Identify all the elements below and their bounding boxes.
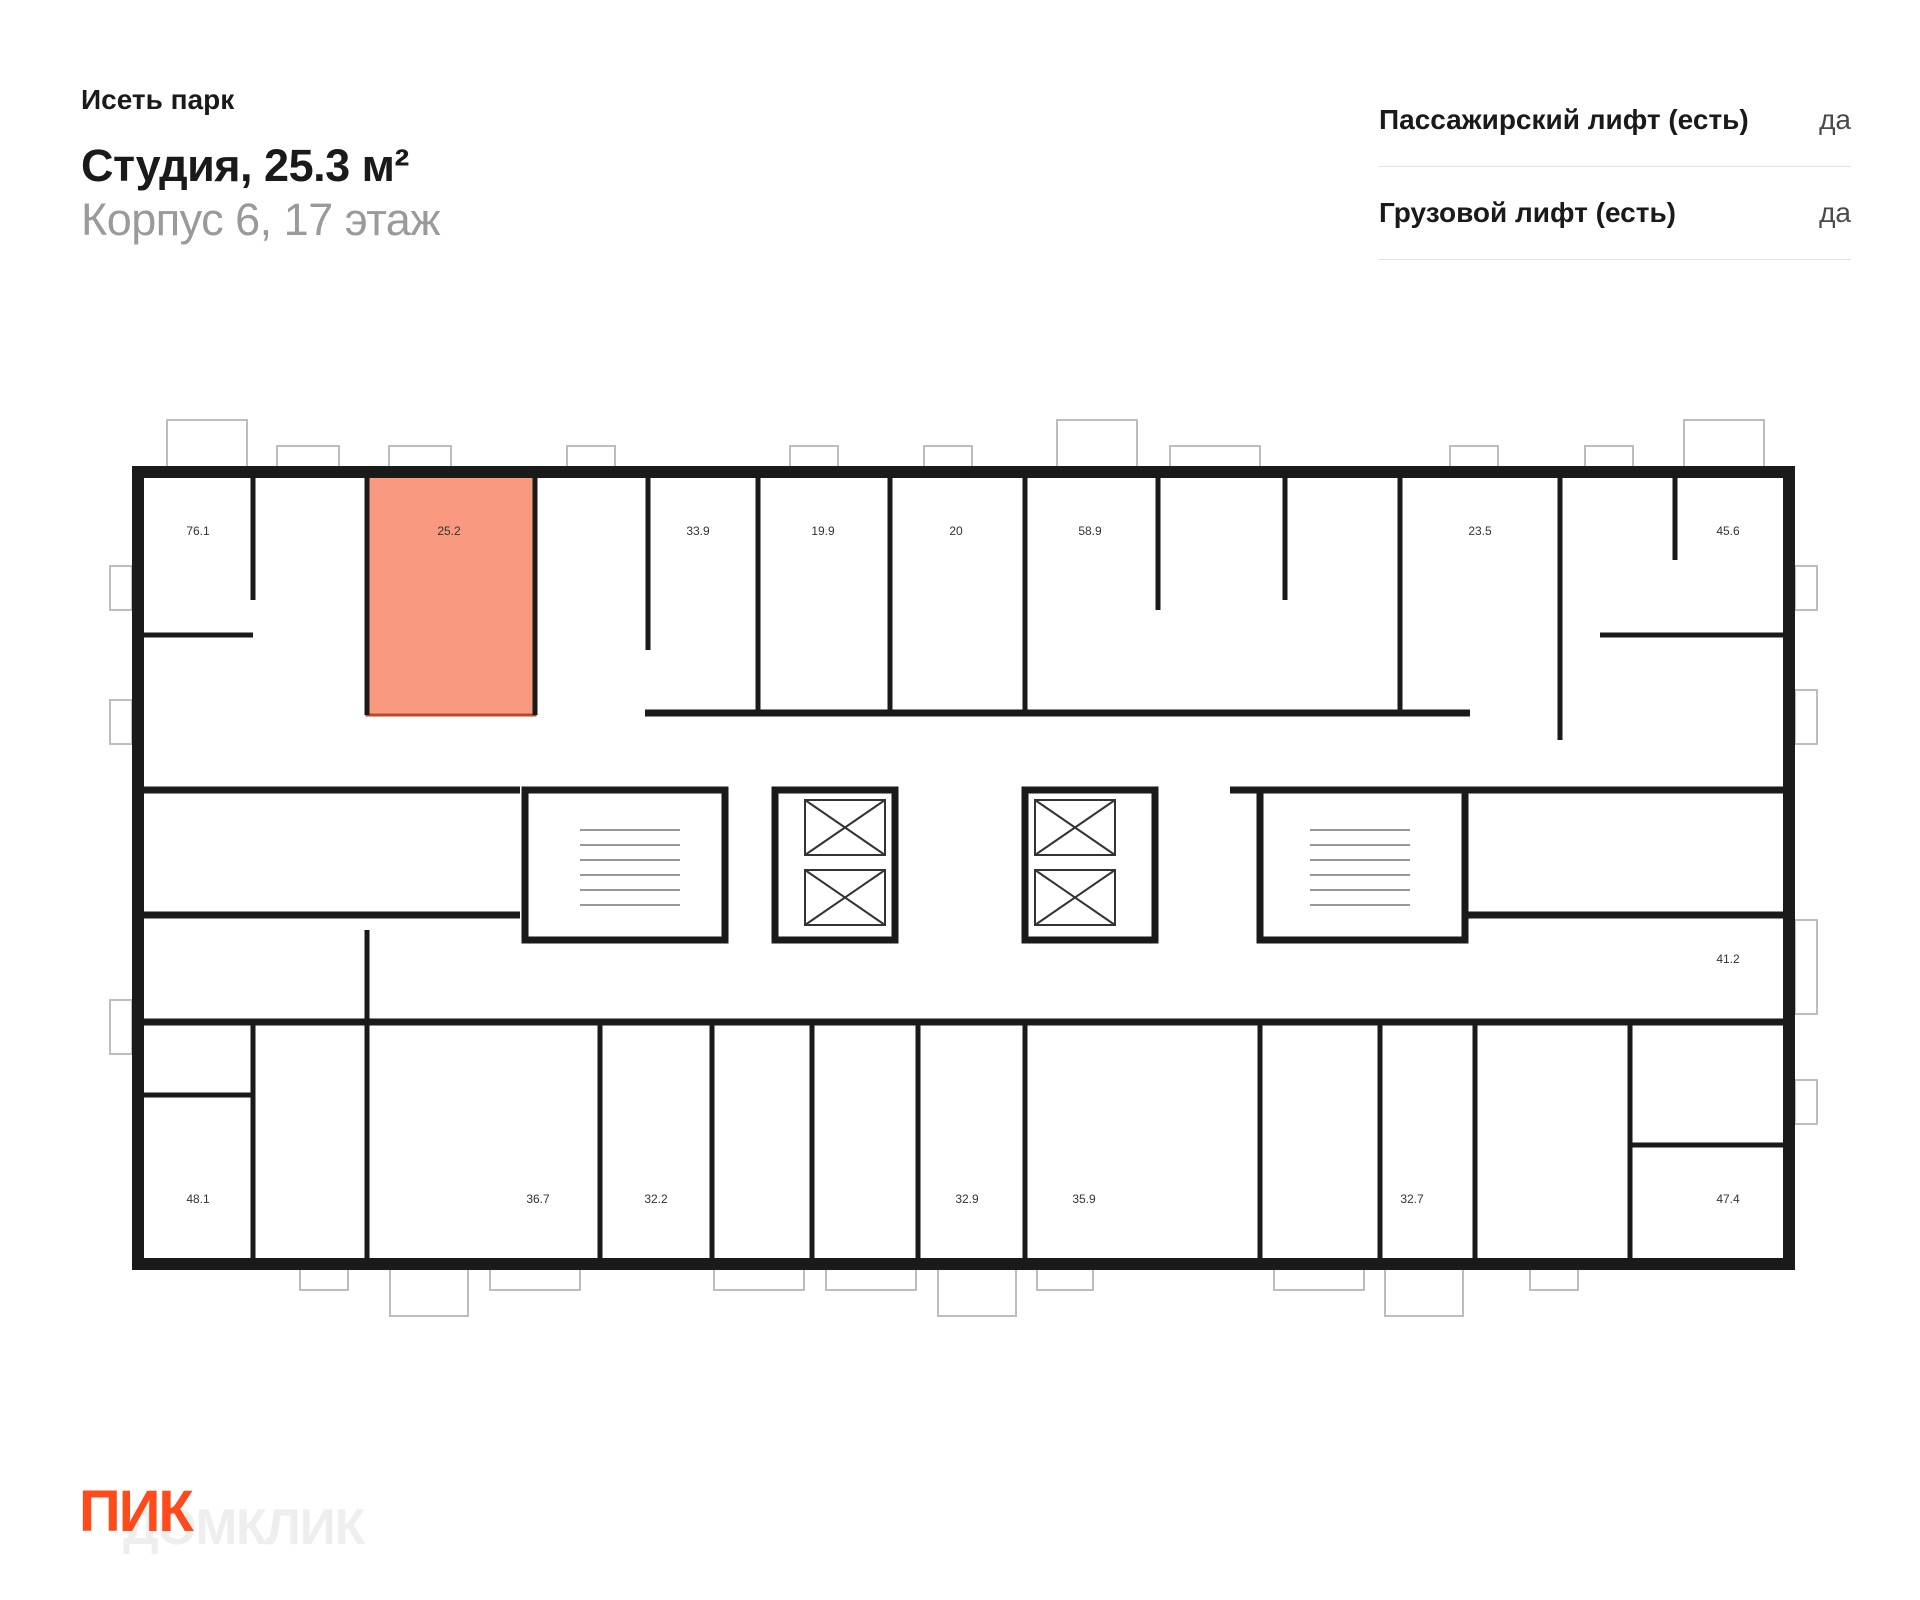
area-label: 36.7	[526, 1192, 550, 1206]
feature-label: Пассажирский лифт (есть)	[1379, 104, 1749, 135]
elevators	[804, 799, 1116, 926]
area-label: 23.5	[1468, 524, 1492, 538]
brand-logo: ДОМКЛИК ПИК	[79, 1478, 439, 1555]
area-label: 20	[949, 524, 963, 538]
area-label: 25.2	[437, 524, 461, 538]
feature-value: да	[1819, 197, 1851, 228]
pik-logo: ПИК	[79, 1479, 194, 1544]
interior-walls	[138, 472, 1789, 1264]
area-label: 35.9	[1072, 1192, 1096, 1206]
feature-value: да	[1819, 104, 1851, 135]
area-label: 48.1	[186, 1192, 210, 1206]
area-label: 32.9	[955, 1192, 979, 1206]
feature-label: Грузовой лифт (есть)	[1379, 197, 1676, 228]
stairs	[580, 829, 1410, 906]
area-label: 45.6	[1716, 524, 1740, 538]
project-name: Исеть парк	[81, 84, 235, 115]
area-label: 58.9	[1078, 524, 1102, 538]
area-label: 76.1	[186, 524, 210, 538]
domclick-watermark: ДОМКЛИК	[123, 1499, 365, 1555]
highlighted-apartment[interactable]	[365, 466, 537, 717]
page-title: Студия, 25.3 м²	[81, 140, 409, 191]
outer-walls	[132, 466, 1795, 1270]
feature-row-passenger-lift: Пассажирский лифт (есть) да	[1379, 74, 1851, 167]
area-label: 47.4	[1716, 1192, 1740, 1206]
area-label: 41.2	[1716, 952, 1740, 966]
area-label: 32.7	[1400, 1192, 1424, 1206]
page-subtitle: Корпус 6, 17 этаж	[81, 194, 440, 245]
features-list: Пассажирский лифт (есть) да Грузовой лиф…	[1379, 74, 1851, 260]
area-label: 33.9	[686, 524, 710, 538]
area-label: 32.2	[644, 1192, 668, 1206]
feature-row-freight-lift: Грузовой лифт (есть) да	[1379, 167, 1851, 260]
area-label: 19.9	[811, 524, 835, 538]
